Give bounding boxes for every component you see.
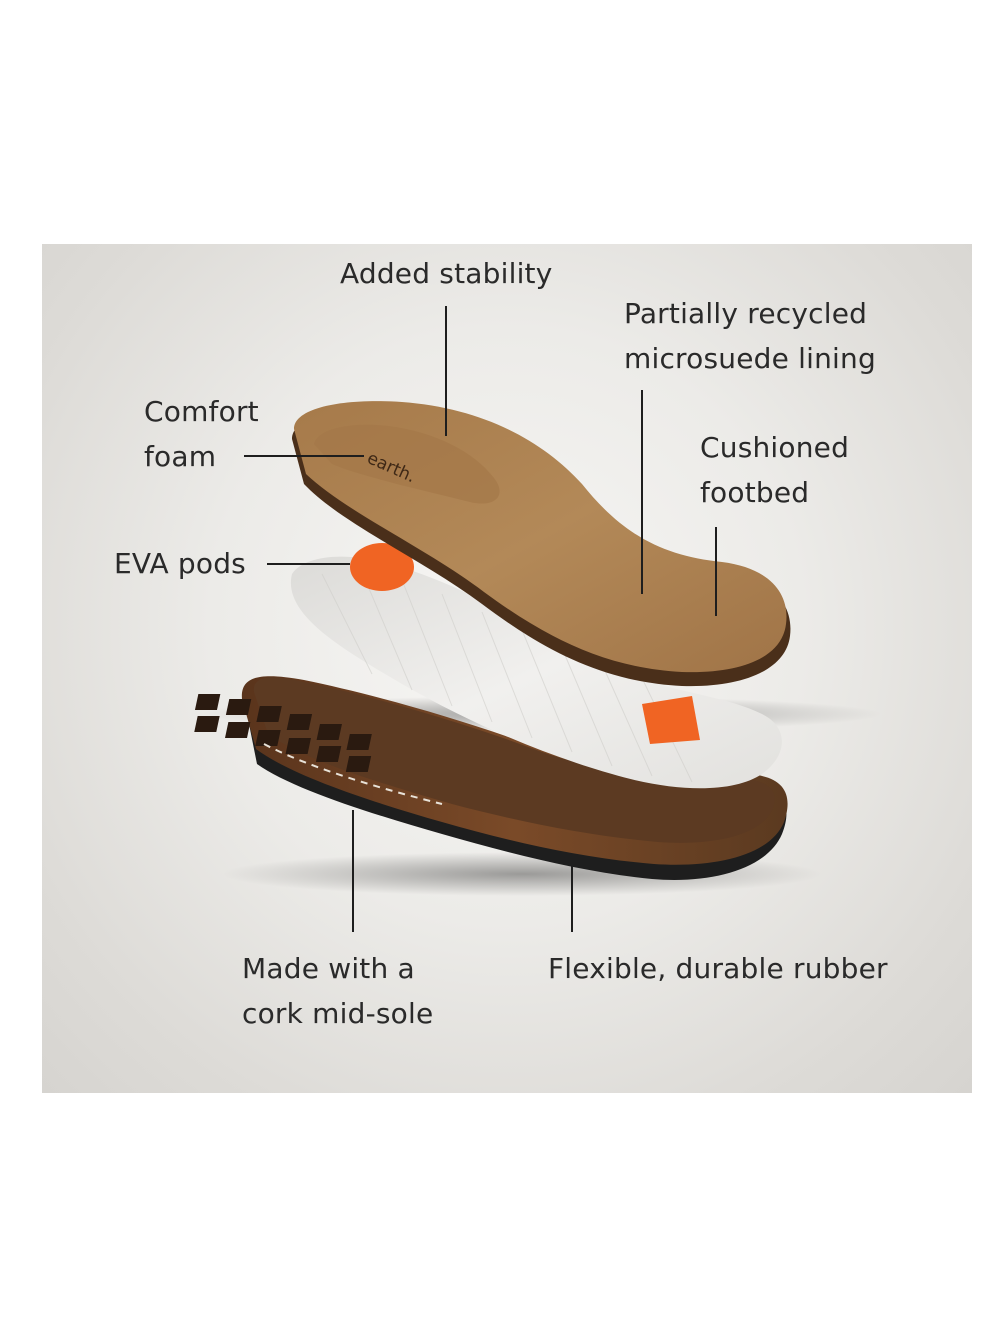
leader-lines — [244, 306, 717, 932]
label-cork-midsole: Made with a cork mid-sole — [242, 952, 434, 1030]
label-rubber: Flexible, durable rubber — [548, 952, 888, 985]
eva-pod-heel — [642, 696, 700, 744]
stitching — [263, 743, 443, 805]
footbed-layer: earth. — [292, 401, 791, 687]
label-eva-pods: EVA pods — [114, 547, 246, 580]
label-cushioned-footbed: Cushioned footbed — [700, 431, 850, 509]
label-comfort-foam: Comfort foam — [144, 395, 259, 473]
foam-texture — [321, 571, 693, 783]
eva-pod-front — [350, 543, 414, 591]
insole-exploded-illustration: earth. — [194, 306, 882, 932]
cork-lattice — [194, 694, 372, 772]
insole-diagram-panel: earth. Added stability Partially recycle… — [42, 244, 972, 1093]
footbed-heel-cup — [314, 424, 500, 504]
label-added-stability: Added stability — [340, 257, 553, 290]
label-recycled-lining: Partially recycled microsuede lining — [624, 297, 876, 375]
cork-midsole-top — [253, 677, 775, 843]
outsole-layer — [194, 676, 788, 880]
